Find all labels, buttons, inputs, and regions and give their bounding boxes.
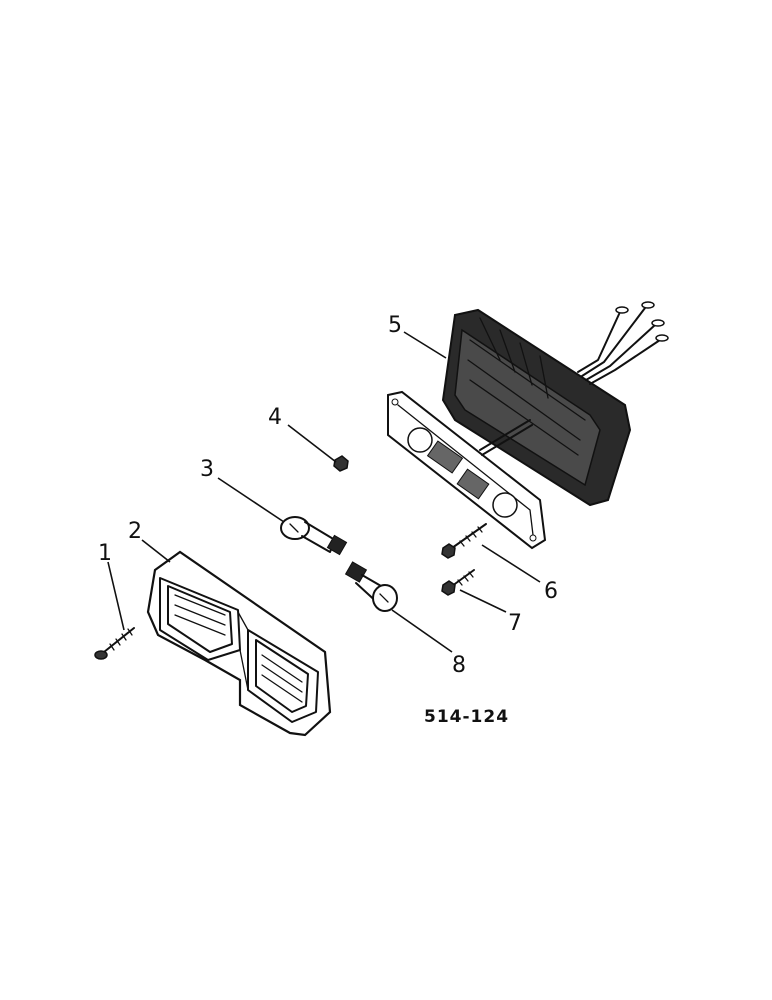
leader-1	[107, 561, 125, 631]
bulb-part-3	[280, 516, 348, 556]
leader-4	[287, 424, 337, 463]
leader-6	[481, 544, 541, 583]
leader-7	[459, 589, 507, 613]
leader-8	[391, 609, 453, 653]
rear-housing-part-5	[441, 308, 632, 507]
bulb-part-8	[344, 561, 398, 612]
leader-5	[403, 331, 447, 359]
leader-lines	[107, 331, 541, 653]
callout-2: 2	[128, 519, 142, 544]
leader-3	[217, 477, 285, 523]
nut-part-4	[333, 455, 349, 472]
callout-5: 5	[388, 313, 402, 338]
figure-code: 514-124	[424, 707, 509, 727]
lens-part-2	[146, 550, 332, 737]
bulb-holder-plate	[387, 390, 547, 550]
screw-part-7	[441, 569, 475, 596]
screw-part-1	[94, 627, 135, 660]
callout-1: 1	[98, 541, 112, 566]
callout-8: 8	[452, 653, 466, 678]
screw-part-6	[441, 523, 487, 559]
callout-4: 4	[268, 405, 282, 430]
wire-harness	[577, 301, 669, 385]
callout-3: 3	[200, 457, 214, 482]
callout-6: 6	[544, 579, 558, 604]
callout-7: 7	[508, 611, 522, 636]
callout-labels: 1 2 3 4 5 6 7 8	[98, 313, 558, 678]
leader-2	[141, 539, 171, 563]
